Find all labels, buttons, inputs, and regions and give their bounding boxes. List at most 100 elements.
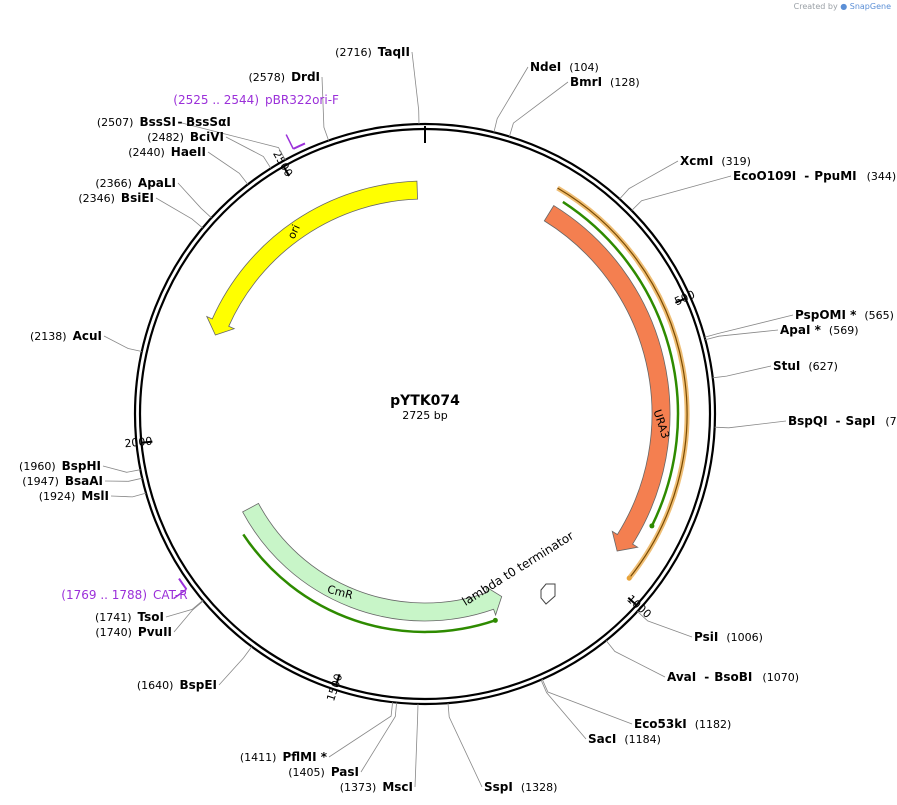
site-position: (2507) [97, 116, 134, 129]
restriction-site[interactable]: BssSI(2507)BssSαI- [97, 115, 286, 161]
site-name[interactable]: PflMI * [282, 750, 327, 764]
site-position: (701) [885, 415, 897, 428]
restriction-site[interactable]: Eco53kI (1182) [541, 679, 732, 731]
ruler-label: 2000 [124, 435, 153, 451]
site-position: (1741) [95, 611, 132, 624]
restriction-site[interactable]: MslI(1924) [39, 489, 147, 503]
site-leader-line [173, 600, 204, 633]
site-leader-line [493, 66, 529, 133]
restriction-site[interactable]: BspHI(1960) [19, 459, 141, 473]
restriction-site[interactable]: StuI(627) [712, 359, 838, 379]
restriction-site[interactable]: TsoI (1741) [95, 600, 204, 624]
site-name[interactable]: BsaAI [65, 474, 103, 488]
site-separator: - [704, 670, 709, 684]
site-name[interactable]: SacI [588, 732, 616, 746]
site-name-alt[interactable]: PpuMI [814, 169, 856, 183]
plasmid-length: 2725 bp [402, 409, 447, 422]
restriction-site[interactable]: ApaI * (569) [705, 323, 859, 341]
restriction-site[interactable]: BspEI(1640) [137, 646, 253, 692]
site-name[interactable]: BmrI [570, 75, 602, 89]
restriction-site[interactable]: DrdI (2578) [248, 70, 329, 141]
primer-label[interactable]: pBR322ori-F [265, 93, 339, 107]
restriction-site[interactable]: PsiI(1006) [637, 611, 763, 644]
feature-label-lambda-t0: lambda t0 terminator [460, 529, 577, 609]
site-leader-line [218, 646, 253, 686]
site-position: (569) [829, 324, 859, 337]
restriction-site[interactable]: PspOMI *(565) [704, 308, 894, 338]
site-name[interactable]: AvaI [667, 670, 696, 684]
site-leader-line [712, 365, 772, 379]
site-name[interactable]: AcuI [73, 329, 102, 343]
site-name[interactable]: TsoI [138, 610, 164, 624]
site-position: (1182) [695, 718, 732, 731]
restriction-site[interactable]: NdeI(104) [493, 60, 599, 133]
site-name[interactable]: Eco53kI [634, 717, 687, 731]
restriction-site[interactable]: BsaAI(1947) [22, 474, 143, 488]
site-name[interactable]: MslI [81, 489, 109, 503]
site-name[interactable]: StuI [773, 359, 800, 373]
site-leader-line [110, 492, 147, 498]
site-name-alt[interactable]: BsoBI [714, 670, 752, 684]
site-name[interactable]: EcoO109I [733, 169, 796, 183]
site-name[interactable]: SspI [484, 780, 513, 794]
orf-cmr-green [242, 533, 496, 634]
site-name-alt[interactable]: SapI [846, 414, 876, 428]
primer-pbr322ori-f[interactable]: pBR322ori-F(2525 .. 2544) [173, 93, 339, 150]
site-name[interactable]: BssSI [139, 115, 176, 129]
site-name[interactable]: TaqII [378, 45, 410, 59]
restriction-site[interactable]: PasI(1405) [288, 702, 397, 779]
restriction-site[interactable]: XcmI (319) [619, 154, 751, 200]
restriction-site[interactable]: SspI(1328) [447, 703, 557, 794]
restriction-site[interactable]: ApaLI(2366) [95, 176, 212, 219]
site-leader-line [104, 477, 143, 482]
site-name[interactable]: XcmI [680, 154, 713, 168]
site-leader-line [714, 420, 787, 429]
restriction-site[interactable]: HaeII(2440) [128, 145, 249, 185]
site-leader-line [704, 314, 794, 338]
restriction-site[interactable]: BspQI-SapI(701) [714, 414, 897, 429]
site-leader-line [541, 679, 633, 725]
restriction-site[interactable]: MscI(1373) [340, 703, 419, 794]
primer-cat-r[interactable]: CAT-R(1769 .. 1788) [61, 578, 188, 602]
orf-ura3-orange-arrow [626, 575, 632, 581]
site-name[interactable]: BciVI [190, 130, 224, 144]
site-name[interactable]: PvuII [138, 625, 172, 639]
restriction-site[interactable]: PflMI * (1411) [240, 702, 393, 764]
site-name[interactable]: BspHI [62, 459, 101, 473]
site-position: (319) [721, 155, 751, 168]
site-name[interactable]: HaeII [171, 145, 206, 159]
site-name[interactable]: PasI [331, 765, 359, 779]
restriction-site[interactable]: BciVI(2482) [147, 130, 272, 169]
site-name[interactable]: BspQI [788, 414, 828, 428]
site-name[interactable]: DrdI [291, 70, 320, 84]
restriction-site[interactable]: PvuII(1740) [95, 600, 204, 639]
site-name-alt[interactable]: BssSαI [186, 115, 231, 129]
site-name[interactable]: ApaLI [138, 176, 176, 190]
site-name[interactable]: BsiEI [121, 191, 154, 205]
site-name[interactable]: PspOMI * [795, 308, 857, 322]
site-leader-line [540, 679, 587, 740]
site-leader-line [177, 121, 286, 161]
site-name[interactable]: PsiI [694, 630, 718, 644]
ruler-tick [142, 440, 153, 444]
restriction-site[interactable]: TaqII(2716) [335, 45, 420, 125]
site-position: (2578) [248, 71, 285, 84]
restriction-site[interactable]: BmrI(128) [509, 75, 640, 137]
plasmid-center-label: pYTK074 2725 bp [390, 393, 460, 422]
restriction-site[interactable]: SacI(1184) [540, 679, 661, 746]
restriction-site[interactable]: BsiEI(2346) [78, 191, 203, 229]
site-name[interactable]: NdeI [530, 60, 561, 74]
site-position: (1411) [240, 751, 277, 764]
site-position: (2138) [30, 330, 67, 343]
site-name[interactable]: ApaI * [780, 323, 822, 337]
primer-stem [173, 588, 187, 600]
site-name[interactable]: BspEI [179, 678, 217, 692]
feature-ura3 [543, 205, 671, 552]
restriction-site[interactable]: AcuI (2138) [30, 329, 142, 352]
restriction-site[interactable]: AvaI-BsoBI(1070) [605, 640, 799, 685]
primer-label[interactable]: CAT-R [153, 588, 188, 602]
restriction-site[interactable]: EcoO109I-PpuMI(344) [631, 169, 897, 211]
orf-ura3-green [562, 200, 680, 527]
site-name[interactable]: MscI [382, 780, 413, 794]
